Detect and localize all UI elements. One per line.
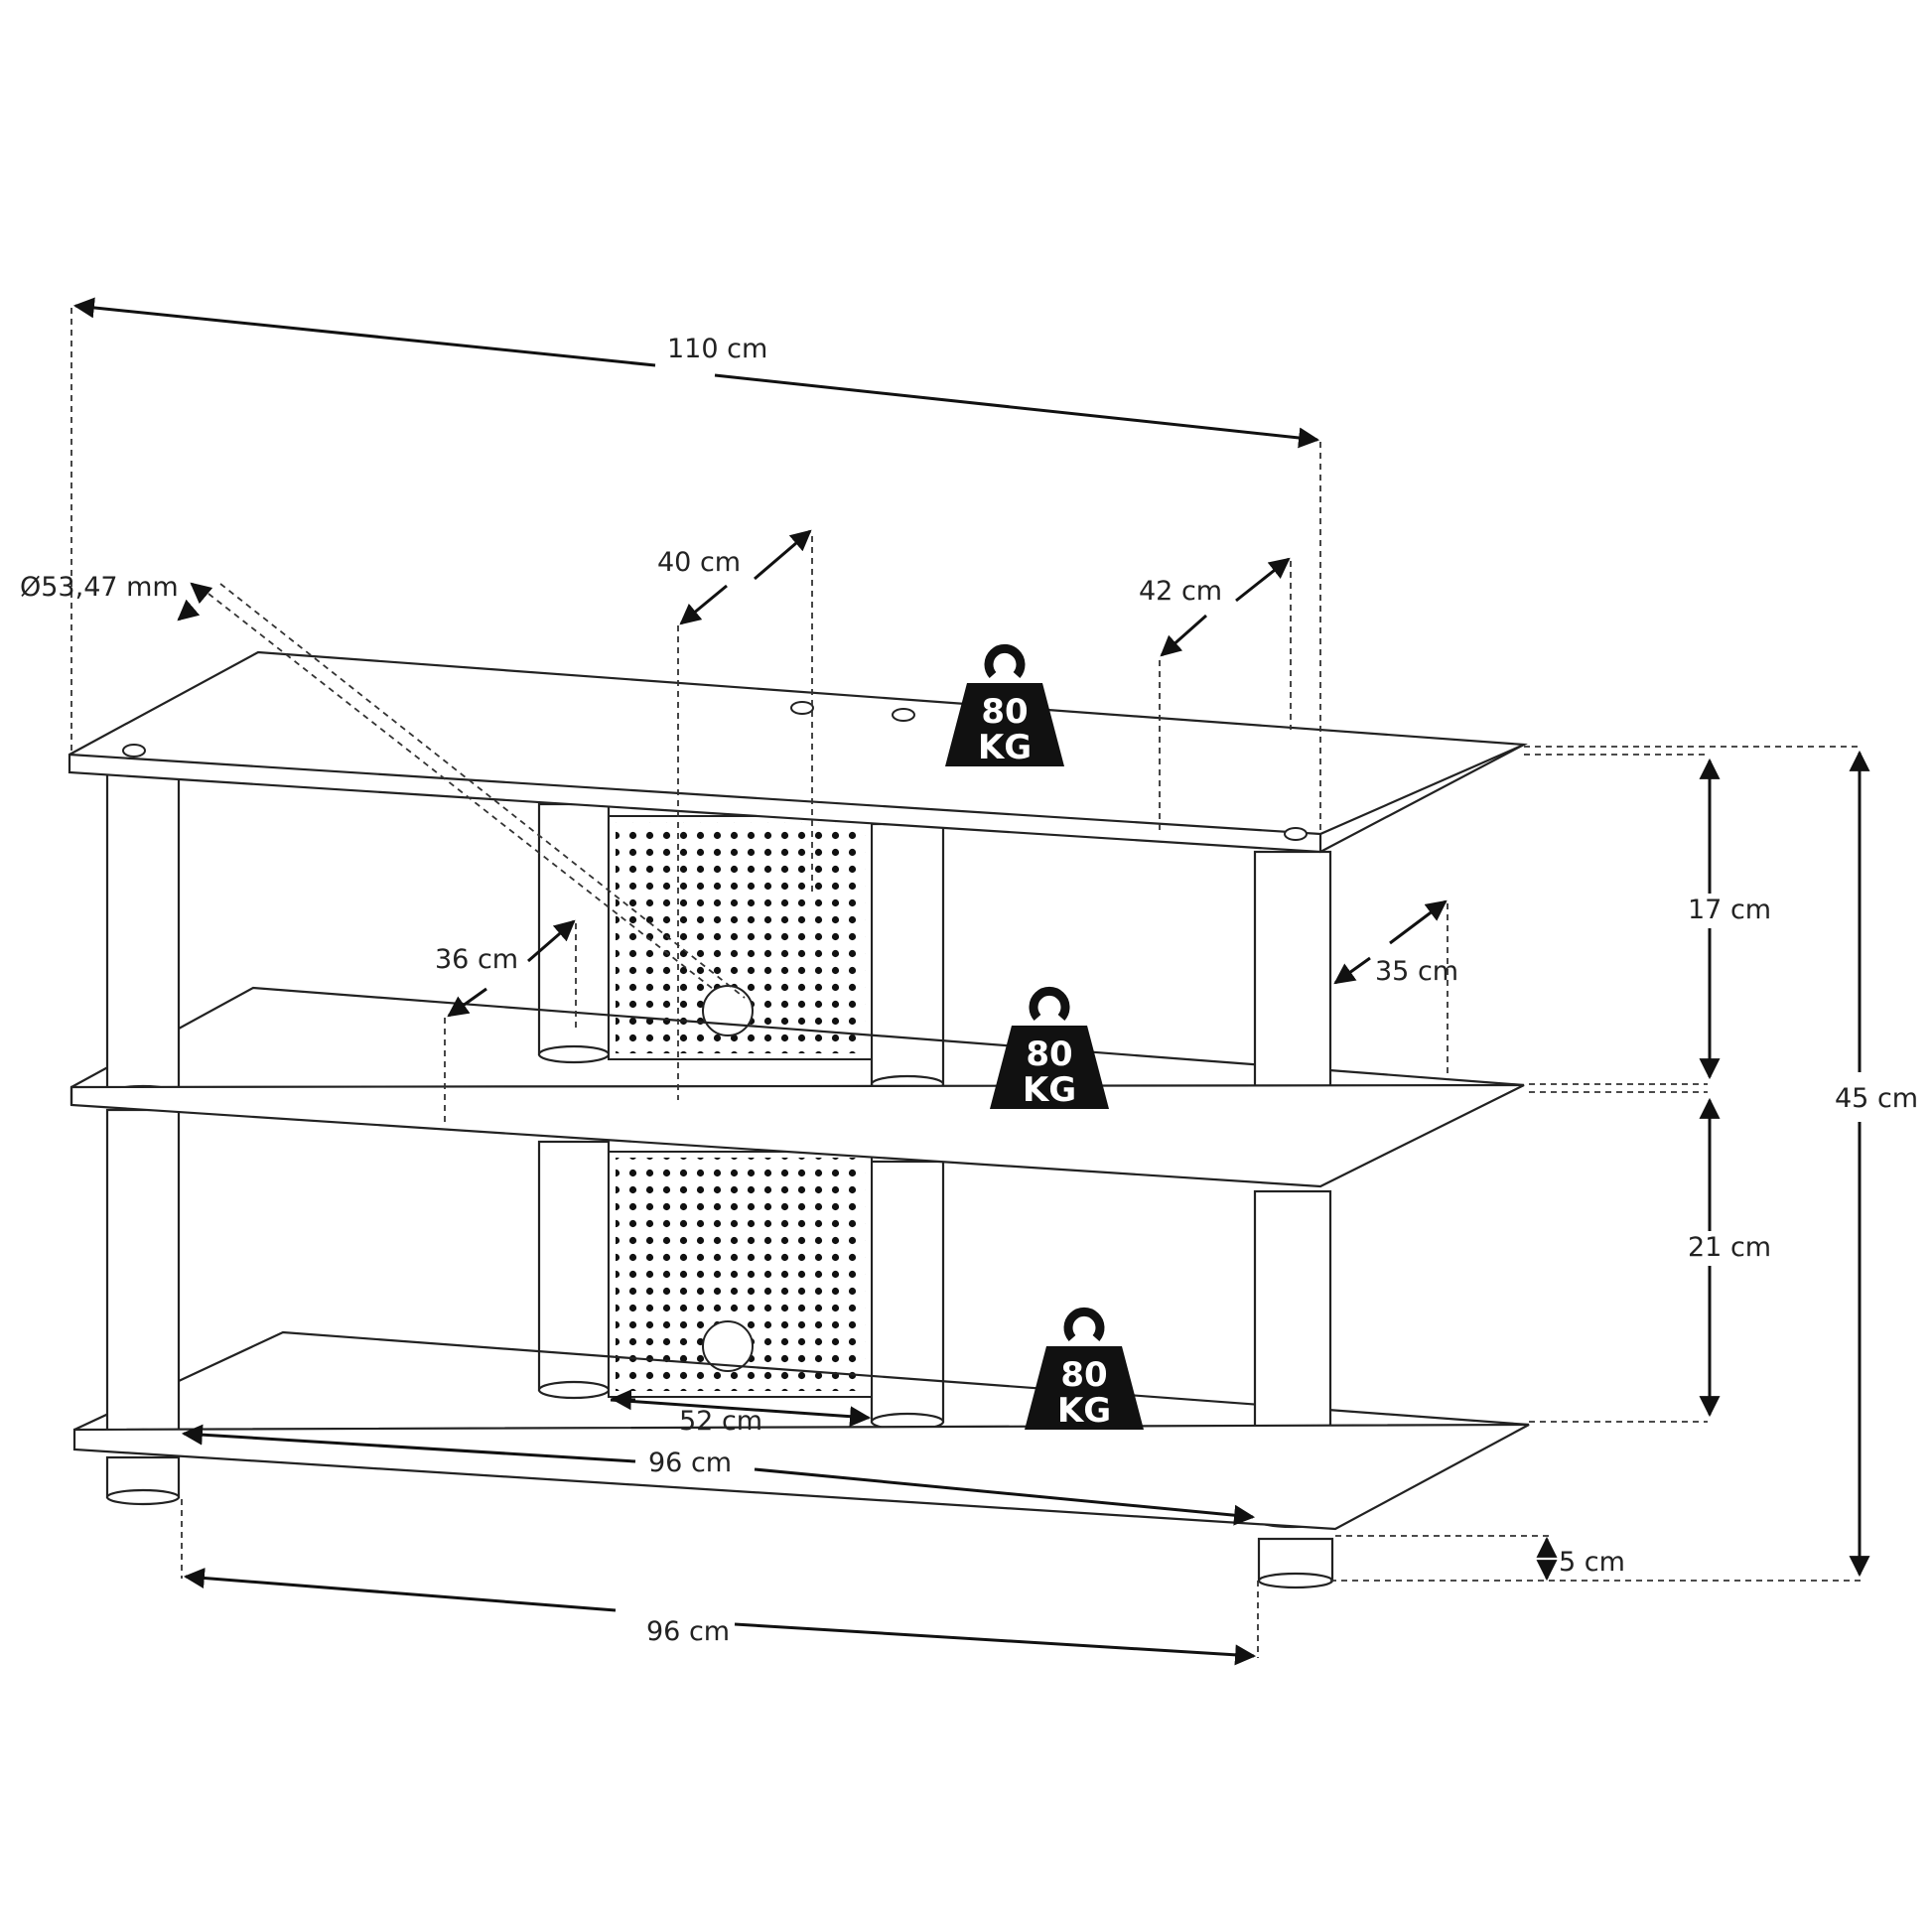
back-lower-leg-right <box>870 1160 945 1432</box>
svg-text:17 cm: 17 cm <box>1688 895 1771 925</box>
top-shelf-hole <box>790 701 814 715</box>
svg-text:KG: KG <box>1057 1391 1111 1431</box>
dimension-depth-middle-right: 35 cm <box>1333 899 1458 1079</box>
upper-cable-hole <box>702 985 754 1036</box>
front-left-upper-leg <box>105 772 181 1104</box>
svg-text:36 cm: 36 cm <box>435 944 518 975</box>
lower-perforated-panel <box>608 1151 873 1398</box>
lower-cable-hole <box>702 1320 754 1372</box>
svg-text:96 cm: 96 cm <box>648 1448 732 1478</box>
weight-icon-top: 80 KG <box>945 643 1064 767</box>
svg-text:80: 80 <box>981 692 1028 732</box>
front-left-foot <box>105 1455 181 1506</box>
svg-text:96 cm: 96 cm <box>646 1616 730 1647</box>
svg-text:Ø53,47 mm: Ø53,47 mm <box>20 572 179 603</box>
dimension-cable-hole: Ø53,47 mm <box>20 572 746 999</box>
top-shelf-hole <box>1284 827 1308 841</box>
svg-text:42 cm: 42 cm <box>1139 576 1222 607</box>
svg-text:80: 80 <box>1060 1355 1107 1395</box>
top-shelf <box>68 650 1528 854</box>
dimension-width-top: 110 cm <box>70 297 1321 834</box>
svg-text:110 cm: 110 cm <box>667 334 767 364</box>
svg-text:5 cm: 5 cm <box>1559 1547 1625 1578</box>
svg-text:40 cm: 40 cm <box>657 547 741 578</box>
dimension-height-lower: 21 cm <box>1529 1097 1771 1423</box>
dimension-height-upper: 17 cm <box>1524 746 1862 1093</box>
svg-text:52 cm: 52 cm <box>679 1406 762 1437</box>
svg-text:45 cm: 45 cm <box>1835 1083 1918 1114</box>
weight-icon-bottom: 80 KG <box>1025 1307 1144 1431</box>
dimension-panel-width: 52 cm <box>610 1389 872 1437</box>
dimension-foot-height: 5 cm <box>1335 1535 1625 1582</box>
top-shelf-hole <box>892 708 915 722</box>
svg-text:KG: KG <box>1023 1070 1076 1110</box>
back-lower-leg-left <box>537 1140 611 1400</box>
dimension-leg-span: 96 cm <box>181 1499 1259 1666</box>
front-left-lower-leg <box>105 1108 181 1448</box>
dimension-depth-right: 42 cm <box>1139 557 1292 834</box>
svg-text:21 cm: 21 cm <box>1688 1232 1771 1263</box>
svg-text:80: 80 <box>1026 1035 1072 1074</box>
top-shelf-hole <box>122 744 146 758</box>
dimension-depth-center: 40 cm <box>657 529 813 1100</box>
dimension-inner-width: 96 cm <box>181 1424 1256 1526</box>
svg-text:35 cm: 35 cm <box>1375 956 1458 987</box>
front-right-foot <box>1257 1537 1334 1589</box>
dimension-height-total: 45 cm <box>1330 750 1918 1582</box>
back-upper-leg-right <box>870 822 945 1094</box>
weight-icon-middle: 80 KG <box>990 986 1109 1110</box>
dimension-depth-middle-left: 36 cm <box>435 919 577 1127</box>
svg-text:KG: KG <box>978 728 1032 767</box>
